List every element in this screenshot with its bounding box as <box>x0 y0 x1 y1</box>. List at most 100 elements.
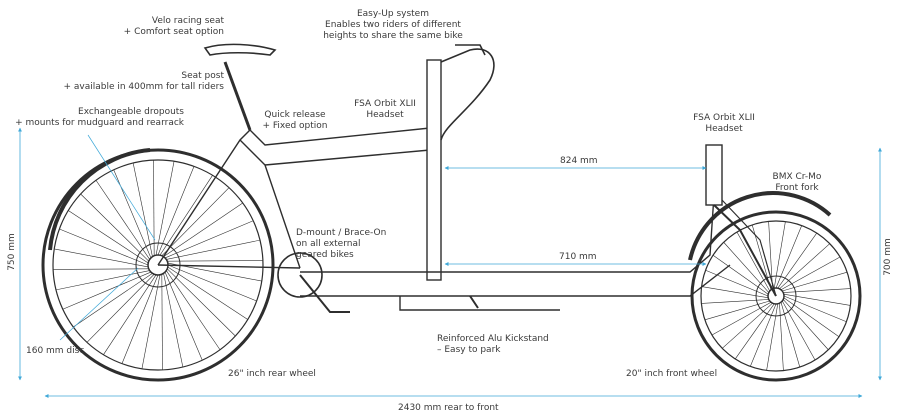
label-dmount-line2: on all external <box>296 239 361 249</box>
label-front-wheel: 20" inch front wheel <box>626 369 718 379</box>
spoke <box>157 166 195 256</box>
label-fork-line1: BMX Cr-Mo <box>772 172 822 182</box>
rear-wheel <box>41 148 275 382</box>
spoke <box>161 274 163 370</box>
label-quickrelease-line1: Quick release <box>264 110 326 120</box>
label-dropouts-line1: Exchangeable dropouts <box>78 107 184 117</box>
label-seatpost-line2: + available in 400mm for tall riders <box>63 82 224 92</box>
spoke <box>777 232 817 289</box>
spoke <box>782 271 848 292</box>
label-kickstand: Reinforced Alu Kickstand – Easy to park <box>437 334 549 356</box>
label-dmount-line3: geared bikes <box>296 250 354 260</box>
spoke <box>73 273 153 328</box>
leader-lines <box>59 134 156 341</box>
label-seat-line2: + Comfort seat option <box>123 27 224 37</box>
dimension-top: 824 mm <box>560 156 598 166</box>
label-kickstand-line1: Reinforced Alu Kickstand <box>437 334 549 344</box>
dimension-bottom: 710 mm <box>559 252 597 262</box>
label-headset-rear-line2: Headset <box>366 110 404 120</box>
label-dmount: D-mount / Brace-On on all external geare… <box>296 228 386 261</box>
label-fork-line2: Front fork <box>775 183 819 193</box>
spoke <box>780 256 841 291</box>
spoke <box>161 187 230 256</box>
spoke <box>153 160 155 256</box>
label-quickrelease-line2: + Fixed option <box>262 121 328 131</box>
spoke <box>768 221 773 289</box>
label-quickrelease: Quick release + Fixed option <box>255 110 335 132</box>
label-fork: BMX Cr-Mo Front fork <box>762 172 832 194</box>
spoke <box>163 202 243 257</box>
spoke <box>701 286 769 299</box>
spoke <box>121 274 159 364</box>
spoke <box>141 274 161 369</box>
spoke <box>95 180 150 260</box>
spoke <box>164 271 203 361</box>
spoke <box>712 255 769 295</box>
spoke <box>779 303 784 371</box>
spoke <box>711 301 772 336</box>
label-dropouts-line2: + mounts for mudguard and rearrack <box>15 118 184 128</box>
label-seatpost: Seat post + available in 400mm for tall … <box>63 71 224 93</box>
spoke <box>705 270 769 297</box>
label-headset-rear-line1: FSA Orbit XLII <box>354 99 416 109</box>
front-wheel <box>688 191 862 382</box>
spoke <box>783 288 851 293</box>
spoke <box>155 161 175 256</box>
spoke <box>159 175 213 256</box>
spoke <box>166 239 261 260</box>
spoke <box>55 270 150 291</box>
label-easyup-line1: Easy-Up system <box>356 9 429 19</box>
spoke <box>773 221 786 289</box>
spoke <box>736 231 771 292</box>
spoke <box>701 299 769 304</box>
spoke <box>167 268 236 337</box>
label-rear-wheel: 26" inch rear wheel <box>228 369 316 379</box>
spoke <box>166 270 221 350</box>
spoke <box>704 300 770 321</box>
spoke <box>164 220 254 259</box>
spoke <box>783 295 847 322</box>
spoke <box>68 210 149 264</box>
label-seat: Velo racing seat + Comfort seat option <box>124 16 224 38</box>
spoke <box>163 273 184 368</box>
label-easyup: Easy-Up system Enables two riders of dif… <box>318 9 468 42</box>
label-headset-front: FSA Orbit XLII Headset <box>684 113 764 135</box>
spoke <box>167 264 257 302</box>
label-easyup-line3: heights to share the same bike <box>323 31 463 41</box>
front-disc <box>755 275 797 317</box>
spoke <box>735 303 775 360</box>
bike-frame <box>157 43 777 313</box>
spoke <box>53 268 149 270</box>
dimension-lines <box>18 127 882 398</box>
spoke <box>783 297 840 337</box>
dimension-right-height: 700 mm <box>883 238 893 276</box>
label-kickstand-line2: – Easy to park <box>437 345 501 355</box>
spoke <box>722 302 773 349</box>
label-headset-rear: FSA Orbit XLII Headset <box>345 99 425 121</box>
spoke <box>54 248 149 268</box>
label-dmount-line1: D-mount / Brace-On <box>296 228 387 238</box>
spoke <box>167 260 263 262</box>
spoke <box>775 225 802 289</box>
label-dropouts: Exchangeable dropouts + mounts for mudgu… <box>15 107 184 129</box>
spoke <box>783 293 851 306</box>
spoke <box>723 242 770 293</box>
dimension-total-length: 2430 mm rear to front <box>398 403 499 413</box>
spoke <box>132 162 153 257</box>
label-headset-front-line1: FSA Orbit XLII <box>693 113 755 123</box>
spoke <box>59 228 149 266</box>
spoke <box>782 299 829 350</box>
spoke <box>86 274 155 343</box>
spoke <box>766 303 779 371</box>
spoke <box>780 302 801 368</box>
label-disc: 160 mm disc <box>26 346 85 356</box>
spoke <box>750 303 777 367</box>
label-easyup-line2: Enables two riders of different <box>325 20 461 30</box>
dimension-left-height: 750 mm <box>7 233 17 271</box>
label-seat-line1: Velo racing seat <box>151 16 224 26</box>
spoke <box>103 274 157 355</box>
spoke <box>167 266 248 320</box>
label-seatpost-line1: Seat post <box>181 71 224 81</box>
spoke <box>80 193 149 262</box>
